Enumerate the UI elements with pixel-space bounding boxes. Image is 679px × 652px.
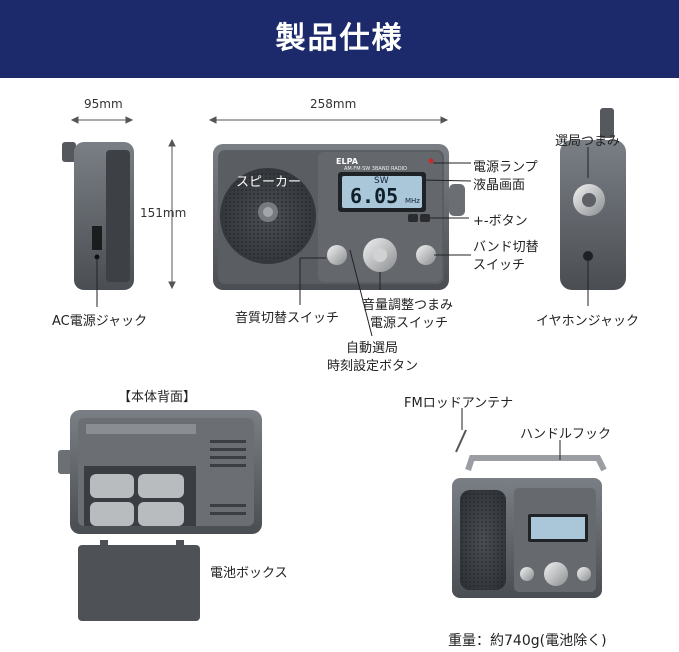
side-view-right — [560, 108, 626, 306]
width-dimension: 258mm — [310, 97, 357, 111]
callout-lines — [299, 162, 472, 337]
handle-hook-label: ハンドルフック — [520, 427, 612, 442]
lcd-unit: MHz — [405, 197, 420, 205]
header-banner — [0, 0, 679, 78]
lcd-band: SW — [374, 176, 389, 186]
perspective-view-radio — [452, 429, 607, 598]
height-dimension: 151mm — [140, 206, 187, 220]
band-switch-label-2: スイッチ — [473, 258, 526, 273]
depth-dimension: 95mm — [84, 97, 123, 111]
lcd-frequency: 6.05 — [350, 184, 399, 208]
band-switch-label-1: バンド切替 — [473, 240, 539, 255]
tuning-knob-label: 選局つまみ — [555, 134, 621, 149]
auto-tune-label-1: 自動選局 — [346, 341, 399, 356]
fm-antenna-label: FMロッドアンテナ — [404, 396, 514, 411]
page-title: 製品仕様 — [275, 21, 404, 56]
side-view-left — [62, 142, 134, 290]
volume-label-1: 音量調整つまみ — [362, 298, 454, 313]
brand-logo-text: ELPA — [336, 157, 358, 166]
tone-switch-label: 音質切替スイッチ — [235, 311, 340, 326]
back-view-radio — [58, 410, 262, 534]
power-lamp-label: 電源ランプ — [473, 160, 538, 175]
auto-tune-label-2: 時刻設定ボタン — [327, 359, 419, 374]
plus-minus-label: +-ボタン — [473, 214, 528, 229]
weight-note: 重量：約740g(電池除く) — [448, 633, 607, 649]
model-text: AM·FM·SW 3BAND RADIO — [344, 166, 407, 172]
speaker-label: スピーカー — [236, 175, 302, 190]
volume-label-2: 電源スイッチ — [370, 316, 449, 331]
dimension-lines — [70, 116, 449, 290]
battery-box-label: 電池ボックス — [210, 566, 288, 581]
battery-cover — [78, 540, 200, 621]
back-view-title: 【本体背面】 — [118, 390, 197, 405]
ac-jack-label: AC電源ジャック — [52, 314, 148, 329]
earphone-jack-label: イヤホンジャック — [536, 314, 639, 329]
front-view-radio — [213, 144, 465, 290]
lcd-label: 液晶画面 — [473, 178, 526, 193]
